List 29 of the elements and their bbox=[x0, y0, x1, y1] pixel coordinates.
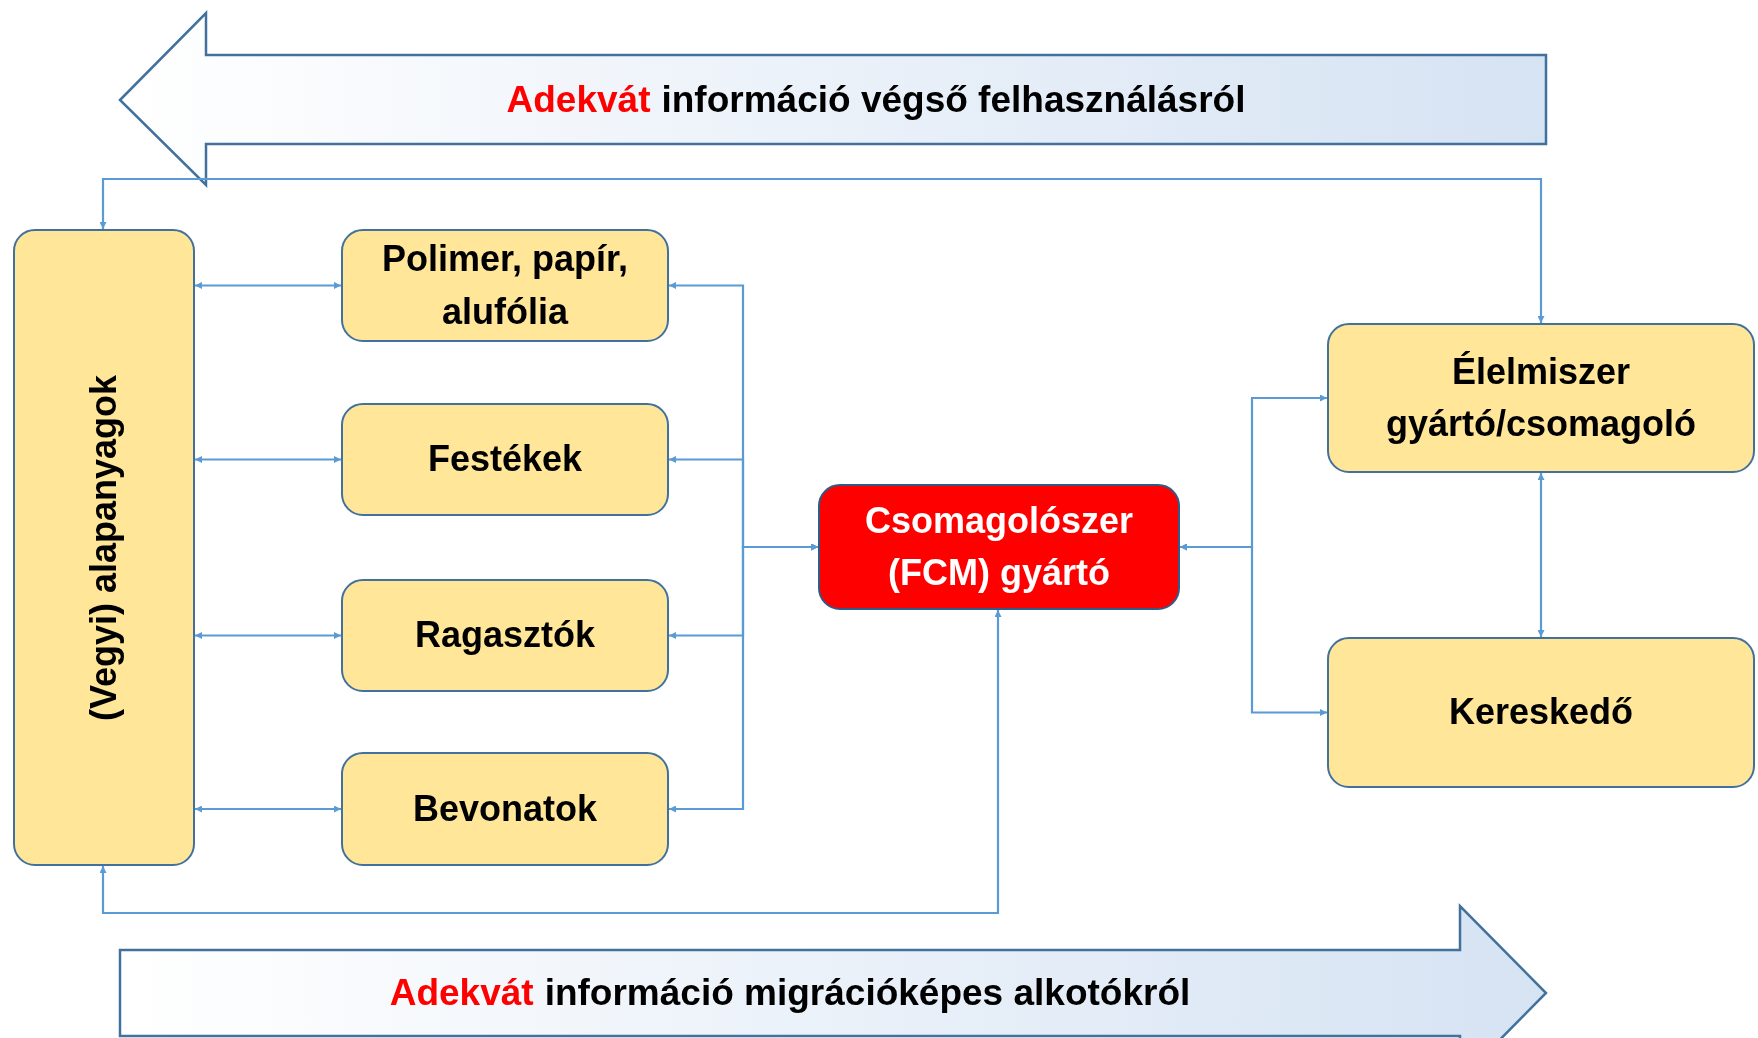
highlighted-process-box bbox=[818, 484, 1180, 610]
double-arrow bbox=[99, 610, 1002, 915]
banner-text: információ végső felhasználásról bbox=[661, 78, 1246, 121]
box-label: (Vegyi) alapanyagok bbox=[83, 374, 125, 721]
double-arrow bbox=[1537, 473, 1545, 637]
process-box bbox=[341, 403, 669, 516]
box-label: Polimer, papír, alufólia bbox=[380, 237, 630, 334]
double-arrow bbox=[1180, 543, 1327, 716]
process-box bbox=[13, 229, 195, 866]
process-box bbox=[341, 752, 669, 866]
box-label: Bevonatok bbox=[411, 786, 598, 831]
banner-text: információ migrációképes alkotókról bbox=[544, 972, 1191, 1014]
box-label: Csomagolószer (FCM) gyártó bbox=[863, 498, 1135, 595]
process-box bbox=[1327, 637, 1755, 788]
double-arrow bbox=[195, 632, 341, 639]
highlighted-word: Adekvát bbox=[389, 972, 534, 1014]
double-arrow bbox=[669, 543, 818, 813]
double-arrow bbox=[195, 282, 341, 289]
process-box bbox=[341, 229, 669, 342]
box-label: Festékek bbox=[426, 437, 584, 482]
double-arrow bbox=[195, 456, 341, 463]
box-label: Ragasztók bbox=[413, 613, 597, 658]
double-arrow bbox=[195, 805, 341, 813]
box-label: Élelmiszer gyártó/csomagoló bbox=[1384, 349, 1698, 446]
box-label: Kereskedő bbox=[1447, 690, 1635, 735]
process-box bbox=[341, 579, 669, 692]
highlighted-word: Adekvát bbox=[506, 78, 651, 121]
process-box bbox=[1327, 323, 1755, 473]
double-arrow bbox=[99, 177, 1545, 323]
